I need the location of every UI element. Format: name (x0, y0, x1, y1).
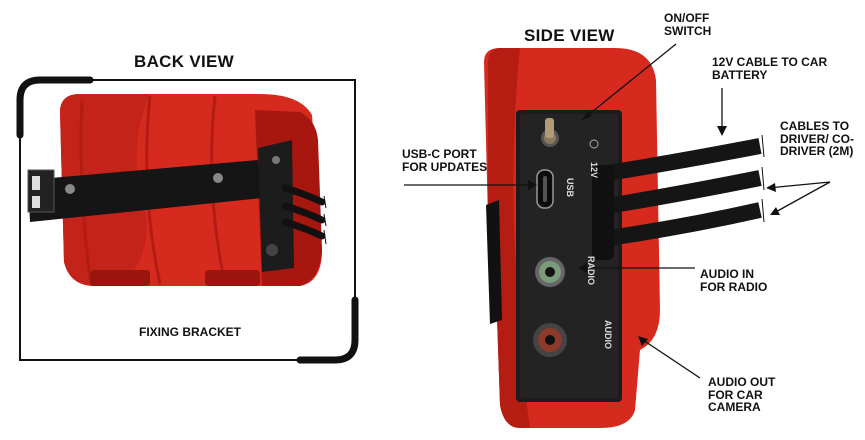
panel-usb-text: USB (565, 178, 575, 198)
audio-out-label: AUDIO OUT FOR CAR CAMERA (708, 375, 776, 415)
side-view-title: SIDE VIEW (524, 26, 615, 45)
panel-radio-text: RADIO (586, 256, 596, 285)
back-view-title: BACK VIEW (134, 52, 234, 71)
panel-12v-text: 12V (589, 162, 599, 179)
audio-in-label: AUDIO IN FOR RADIO (700, 267, 768, 294)
fixing-bracket-label: FIXING BRACKET (139, 325, 241, 339)
usb-c-port-label: USB-C PORT FOR UPDATES (402, 147, 488, 174)
on-off-switch-label: ON/OFF SWITCH (664, 11, 712, 38)
12v-cable-label: 12V CABLE TO CAR BATTERY (712, 55, 828, 82)
panel-audio-text: AUDIO (603, 320, 613, 349)
cables-to-driver-label: CABLES TO DRIVER/ CO-DRIVER (2M) (780, 119, 855, 159)
